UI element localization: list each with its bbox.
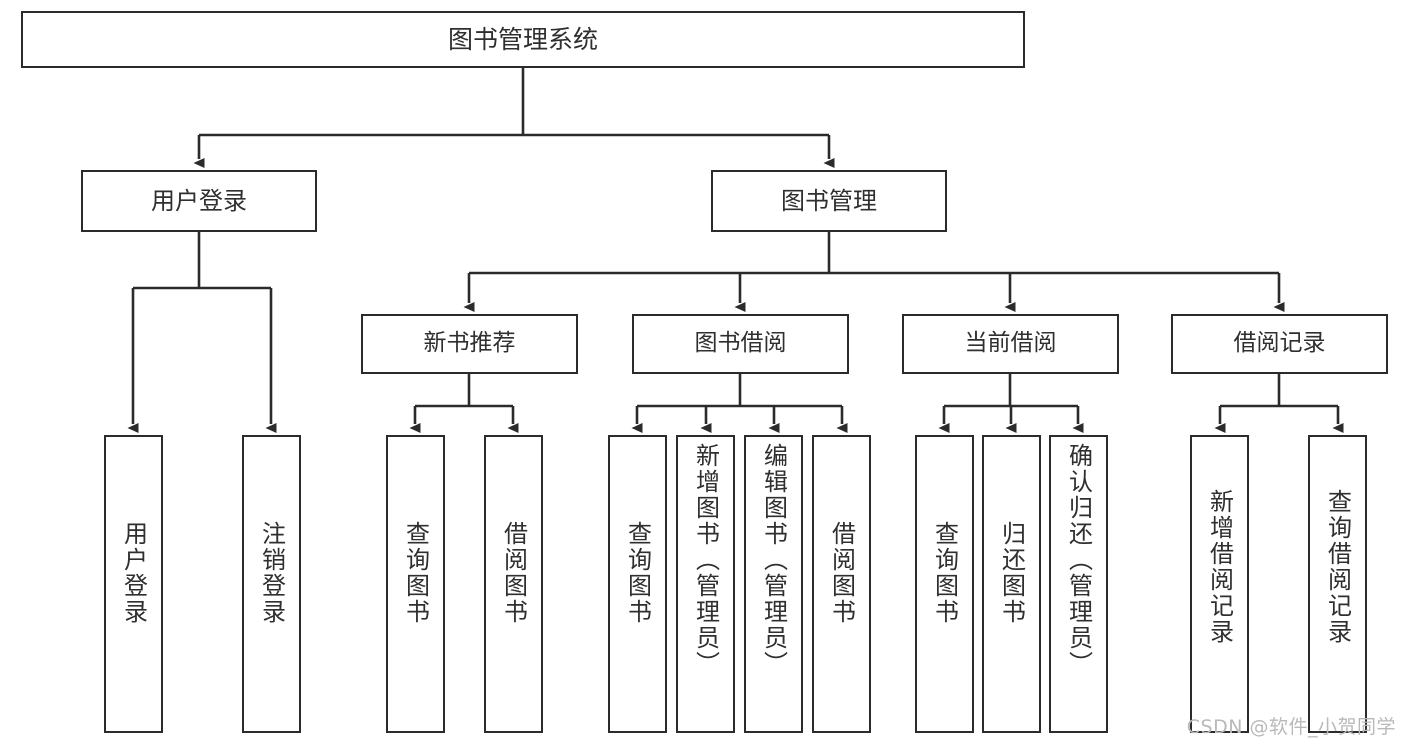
leaf-book-borrow-edit-book-admin[interactable]: 编辑图书（管理员） [744,435,803,733]
watermark: CSDN @软件_小贺同学 [1186,716,1396,738]
node-label: 当前借阅 [964,330,1057,357]
leaf-new-book-query-book[interactable]: 查询图书 [386,435,445,733]
node-label: 借阅图书 [827,521,856,625]
node-label: 借阅记录 [1233,330,1326,357]
leaf-book-borrow-query-book[interactable]: 查询图书 [608,435,667,733]
leaf-borrow-record-add-record[interactable]: 新增借阅记录 [1190,435,1249,733]
node-current-borrow[interactable]: 当前借阅 [902,314,1119,374]
leaf-current-borrow-return-book[interactable]: 归还图书 [982,435,1041,733]
node-book-management[interactable]: 图书管理 [711,170,947,232]
node-label: 查询图书 [930,521,959,625]
node-label: 确认归还（管理员） [1064,443,1093,677]
node-label: 新增借阅记录 [1205,489,1234,645]
node-new-book-recommend[interactable]: 新书推荐 [361,314,578,374]
node-label: 查询图书 [623,521,652,625]
node-label: 图书借阅 [694,330,787,357]
node-label: 图书管理系统 [447,24,598,54]
leaf-book-borrow-borrow-book[interactable]: 借阅图书 [812,435,871,733]
node-label: 归还图书 [997,521,1026,625]
leaf-current-borrow-query-book[interactable]: 查询图书 [915,435,974,733]
node-label: 查询借阅记录 [1323,489,1352,645]
node-label: 用户登录 [119,521,148,625]
node-label: 编辑图书（管理员） [759,443,788,677]
node-label: 注销登录 [257,521,286,625]
node-label: 借阅图书 [499,521,528,625]
node-book-borrow[interactable]: 图书借阅 [632,314,849,374]
leaf-user-login-login[interactable]: 用户登录 [104,435,163,733]
node-label: 新书推荐 [423,330,516,357]
node-root-book-management-system[interactable]: 图书管理系统 [21,11,1025,68]
node-label: 查询图书 [401,521,430,625]
node-label: 图书管理 [781,186,877,215]
node-label: 新增图书（管理员） [691,443,720,677]
leaf-new-book-borrow-book[interactable]: 借阅图书 [484,435,543,733]
leaf-current-borrow-confirm-return-admin[interactable]: 确认归还（管理员） [1049,435,1108,733]
node-label: 用户登录 [151,186,247,215]
node-borrow-record[interactable]: 借阅记录 [1171,314,1388,374]
leaf-book-borrow-add-book-admin[interactable]: 新增图书（管理员） [676,435,735,733]
node-user-login[interactable]: 用户登录 [81,170,317,232]
leaf-borrow-record-query-record[interactable]: 查询借阅记录 [1308,435,1367,733]
leaf-user-login-logout[interactable]: 注销登录 [242,435,301,733]
